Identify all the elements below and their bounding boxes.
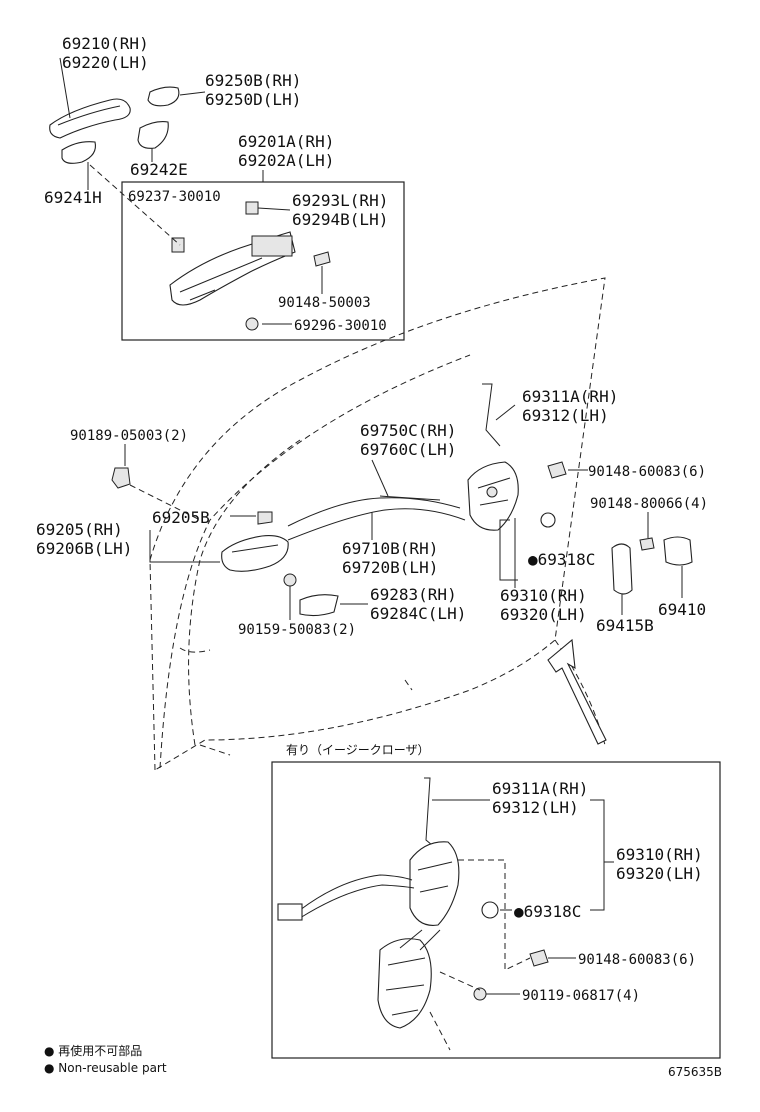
label-69318c: ●69318C <box>528 550 595 569</box>
label-69202a-lh: 69202A(LH) <box>238 151 334 170</box>
label-69296-30010: 69296-30010 <box>294 318 387 334</box>
frame-clip-part <box>245 201 259 215</box>
label-90189-05003: 90189-05003(2) <box>70 428 188 444</box>
inset-label-90119-06817: 90119-06817(4) <box>522 988 640 1004</box>
label-69201a-rh: 69201A(RH) <box>238 132 334 151</box>
frame-screw-part <box>313 251 331 267</box>
label-69294b-lh: 69294B(LH) <box>292 210 388 229</box>
label-69237-30010: 69237-30010 <box>128 189 221 205</box>
label-69312-lh: 69312(LH) <box>522 406 609 425</box>
direction-arrow <box>547 638 607 745</box>
label-69311a-rh: 69311A(RH) <box>522 387 618 406</box>
label-69284c-lh: 69284C(LH) <box>370 604 466 623</box>
label-69220-lh: 69220(LH) <box>62 53 149 72</box>
label-69205b: 69205B <box>152 508 210 527</box>
frame-plug-part <box>171 237 185 253</box>
closer-cable-part <box>277 874 415 921</box>
label-90148-50003: 90148-50003 <box>278 295 371 311</box>
handle-cover-part <box>299 594 339 617</box>
easy-closer-inset-box <box>271 761 721 1059</box>
frame-bolt-part <box>245 317 259 331</box>
handle-screw-part <box>283 573 297 587</box>
closer-motor-part <box>377 938 432 1029</box>
figure-id: 675635B <box>668 1065 722 1079</box>
inset-lock-screw-part <box>529 949 549 967</box>
door-lock-part <box>467 461 519 531</box>
label-69283-rh: 69283(RH) <box>370 585 457 604</box>
label-69415b: 69415B <box>596 616 654 635</box>
label-69210-rh: 69210(RH) <box>62 34 149 53</box>
label-69250d-lh: 69250D(LH) <box>205 90 301 109</box>
lock-grommet-part <box>540 512 556 528</box>
label-69293l-rh: 69293L(RH) <box>292 191 388 210</box>
label-90148-80066: 90148-80066(4) <box>590 496 708 512</box>
handle-pad-rear-part <box>137 121 169 149</box>
legend-en: ● Non-reusable part <box>44 1061 167 1075</box>
label-90159-50083: 90159-50083(2) <box>238 622 356 638</box>
legend-jp: ● 再使用不可部品 <box>44 1043 142 1058</box>
handle-frame-part <box>169 231 296 306</box>
label-69760c-lh: 69760C(LH) <box>360 440 456 459</box>
lock-rod-part <box>482 383 501 447</box>
label-69320-lh: 69320(LH) <box>500 605 587 624</box>
inset-title: 有り（イージークローザ） <box>286 743 430 757</box>
retainer-clip-part <box>111 467 131 489</box>
handle-bezel-clip-part <box>257 511 273 525</box>
label-69242e: 69242E <box>130 160 188 179</box>
inset-lock-rod-part <box>424 777 439 851</box>
inset-label-69311a-rh: 69311A(RH) <box>492 779 588 798</box>
inside-handle-part <box>221 535 289 572</box>
door-panel-outline <box>149 277 606 771</box>
label-69206b-lh: 69206B(LH) <box>36 539 132 558</box>
label-69241h: 69241H <box>44 188 102 207</box>
inset-label-69312-lh: 69312(LH) <box>492 798 579 817</box>
label-69410: 69410 <box>658 600 706 619</box>
inset-door-lock-part <box>409 841 460 926</box>
handle-pad-front-part <box>61 141 97 164</box>
handle-cap-part <box>147 86 180 107</box>
label-69250b-rh: 69250B(RH) <box>205 71 301 90</box>
label-69720b-lh: 69720B(LH) <box>342 558 438 577</box>
outside-handle-part <box>49 98 131 139</box>
lock-screw-part <box>547 461 567 479</box>
lock-cable-part <box>287 495 466 541</box>
inset-grommet-part <box>481 901 499 919</box>
label-69750c-rh: 69750C(RH) <box>360 421 456 440</box>
label-69310-rh: 69310(RH) <box>500 586 587 605</box>
label-69205-rh: 69205(RH) <box>36 520 123 539</box>
striker-screw-part <box>639 537 655 551</box>
striker-part <box>663 536 693 566</box>
label-90148-60083: 90148-60083(6) <box>588 464 706 480</box>
striker-cover-part <box>611 543 633 595</box>
inset-label-69318c: ●69318C <box>514 902 581 921</box>
label-69710b-rh: 69710B(RH) <box>342 539 438 558</box>
inset-label-90148-60083: 90148-60083(6) <box>578 952 696 968</box>
inset-label-69310-rh: 69310(RH) <box>616 845 703 864</box>
inset-label-69320-lh: 69320(LH) <box>616 864 703 883</box>
